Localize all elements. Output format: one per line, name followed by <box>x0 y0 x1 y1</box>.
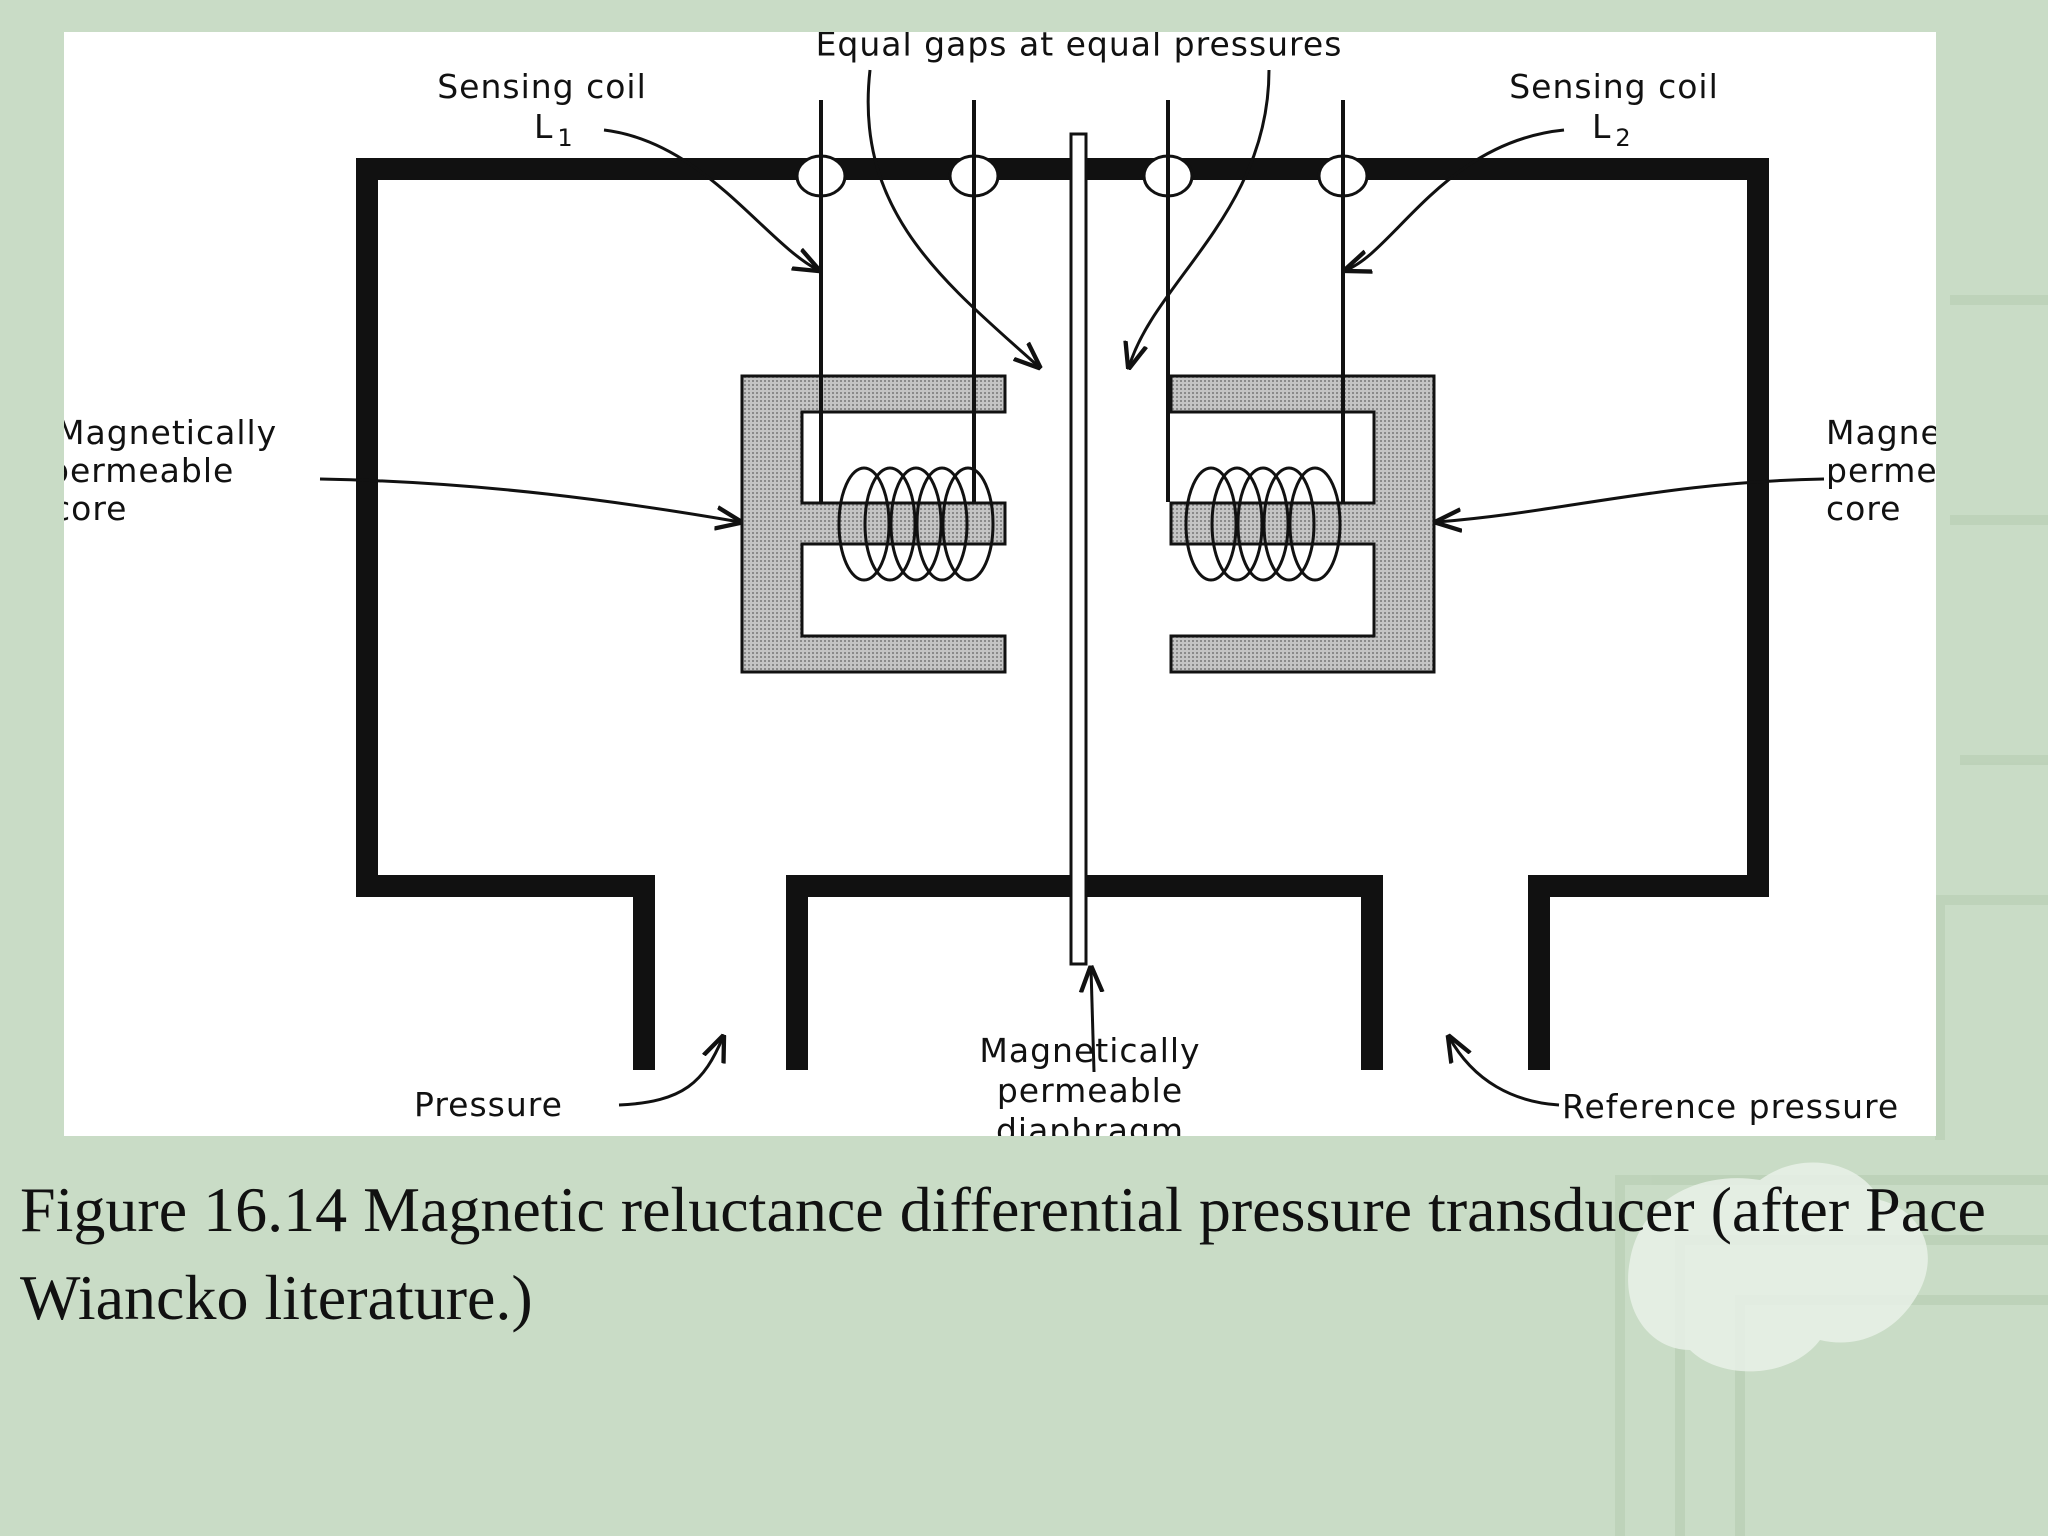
left-magnetic-core <box>740 374 1007 674</box>
label-diaphragm-2: permeable <box>997 1071 1183 1110</box>
label-core-right-3: core <box>1826 489 1901 528</box>
housing <box>356 158 1769 1070</box>
right-magnetic-core <box>1169 374 1436 674</box>
label-core-right-1: Magnetically <box>1826 413 1936 452</box>
label-sensing-coil-l2: Sensing coil <box>1509 67 1719 106</box>
label-core-right-2: permeable <box>1826 451 1936 490</box>
label-diaphragm-3: diaphragm <box>996 1111 1184 1136</box>
transducer-diagram: Equal gaps at equal pressures Sensing co… <box>64 32 1936 1136</box>
label-sensing-coil-l1: Sensing coil <box>437 67 647 106</box>
annotation-arrows <box>319 69 1825 1107</box>
sensing-coil-l2 <box>1184 466 1342 582</box>
label-reference-pressure: Reference pressure <box>1562 1087 1899 1126</box>
label-diaphragm-1: Magnetically <box>979 1031 1200 1070</box>
label-equal-gaps: Equal gaps at equal pressures <box>816 32 1343 64</box>
sensing-coil-l1 <box>837 466 995 582</box>
label-core-left-3: core <box>64 489 127 528</box>
coil-leads <box>819 100 1345 502</box>
label-pressure: Pressure <box>414 1085 563 1124</box>
label-core-left-1: Magnetically <box>64 413 277 452</box>
diaphragm <box>1069 132 1088 966</box>
diagram-labels: Equal gaps at equal pressures Sensing co… <box>64 32 1936 1136</box>
figure-panel: Equal gaps at equal pressures Sensing co… <box>64 32 1936 1136</box>
label-core-left-2: permeable <box>64 451 234 490</box>
figure-caption: Figure 16.14 Magnetic reluctance differe… <box>20 1174 1986 1333</box>
